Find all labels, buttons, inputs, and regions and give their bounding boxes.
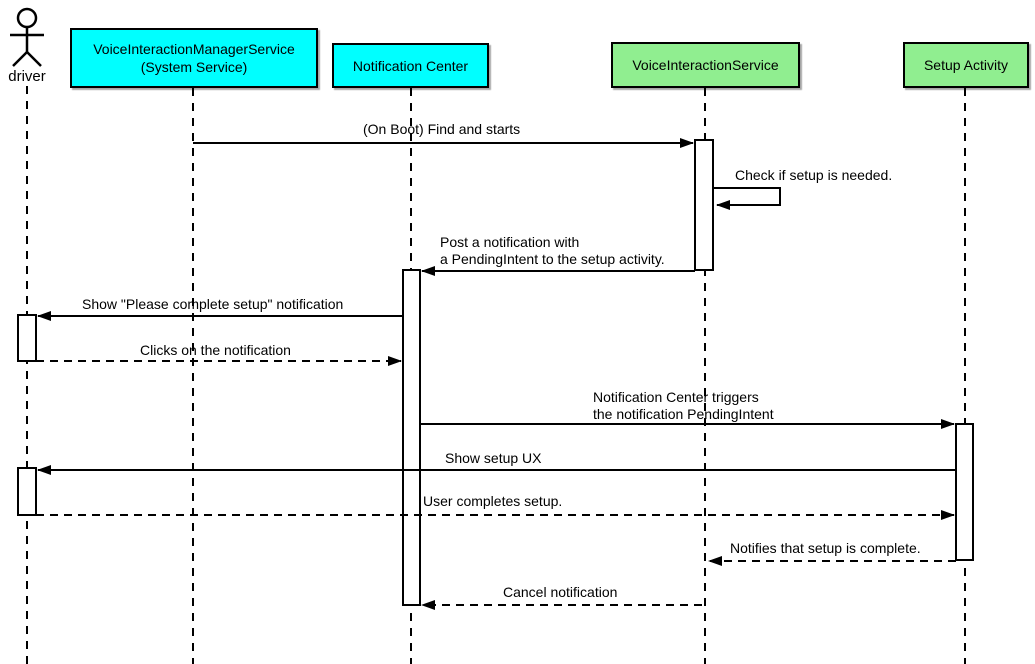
participant-box-notification-center: Notification Center bbox=[332, 43, 489, 88]
message-label-triggers-pendingintent: Notification Center triggers the notific… bbox=[593, 389, 774, 422]
actor-driver-label: driver bbox=[8, 68, 46, 85]
message-label-show-setup-notification: Show "Please complete setup" notificatio… bbox=[82, 296, 344, 312]
participant-box-vims: VoiceInteractionManagerService (System S… bbox=[70, 28, 318, 88]
message-label-clicks-notification: Clicks on the notification bbox=[140, 342, 291, 358]
message-label-show-setup-ux: Show setup UX bbox=[445, 450, 542, 466]
participant-box-setup-activity: Setup Activity bbox=[903, 42, 1029, 88]
activation-bar-setup-activity bbox=[955, 423, 974, 561]
activation-bar-driver-1 bbox=[17, 314, 37, 362]
message-label-notifies-complete: Notifies that setup is complete. bbox=[730, 540, 921, 556]
activation-bar-voice-interaction-service bbox=[694, 139, 714, 271]
participant-box-voice-interaction-service: VoiceInteractionService bbox=[611, 42, 800, 88]
message-label-find-and-starts: (On Boot) Find and starts bbox=[363, 121, 521, 137]
activation-bar-notification-center bbox=[402, 269, 421, 606]
message-label-cancel-notification: Cancel notification bbox=[503, 584, 618, 600]
message-arrow-check-setup-self bbox=[713, 187, 781, 210]
message-label-post-notification: Post a notification with a PendingIntent… bbox=[440, 234, 665, 267]
message-label-user-completes-setup: User completes setup. bbox=[423, 493, 563, 509]
message-label-check-setup: Check if setup is needed. bbox=[735, 167, 893, 183]
actor-driver-icon bbox=[10, 7, 44, 67]
activation-bar-driver-2 bbox=[17, 467, 37, 516]
